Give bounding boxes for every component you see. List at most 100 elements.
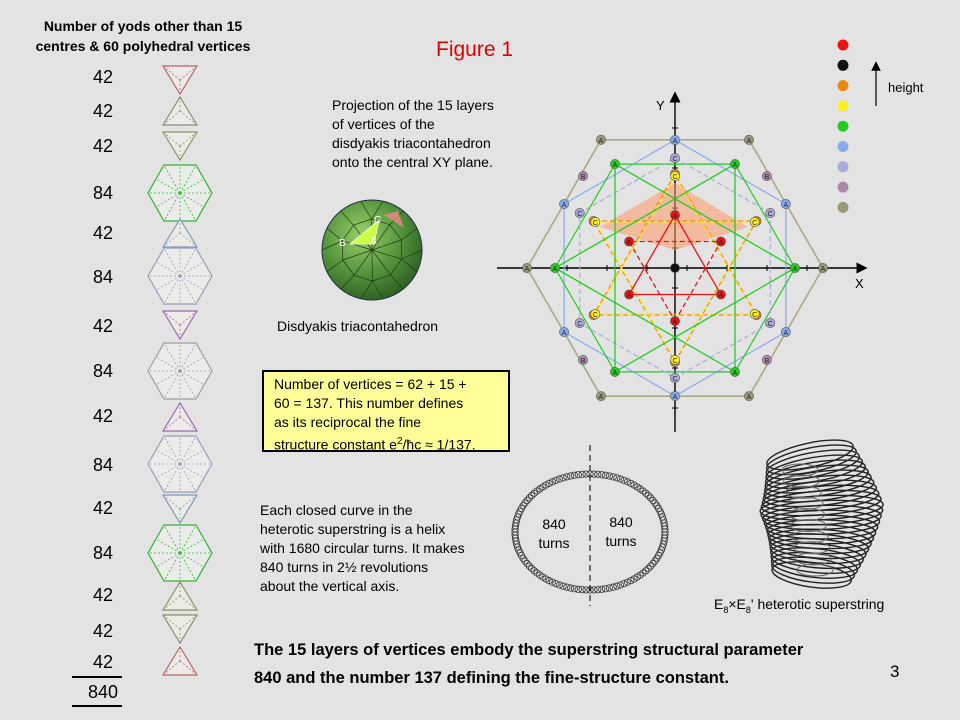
helix-turn bbox=[647, 494, 655, 502]
helix-turn bbox=[574, 471, 582, 479]
vertex-marker bbox=[522, 263, 532, 273]
layer-slices bbox=[147, 65, 213, 676]
helix-turn bbox=[601, 585, 610, 593]
helix-turn bbox=[636, 485, 644, 493]
slice-spoke bbox=[179, 416, 198, 432]
turns-left-label: 840 turns bbox=[524, 515, 584, 553]
helix-turn bbox=[613, 474, 621, 482]
helix-turn bbox=[528, 491, 536, 500]
ball-edge bbox=[371, 239, 402, 251]
superstring-coil bbox=[762, 504, 882, 531]
layer-count: 42 bbox=[92, 67, 114, 87]
vertex-marker bbox=[670, 391, 680, 401]
slice-triangle bbox=[161, 614, 199, 645]
sum-line-top bbox=[72, 676, 122, 678]
superstring-coil bbox=[762, 479, 878, 508]
vertex-letter: C bbox=[672, 174, 677, 181]
superstring-coil bbox=[764, 514, 879, 540]
helix-turn bbox=[530, 489, 538, 497]
slice-hexagon bbox=[147, 247, 213, 305]
ball-edge bbox=[342, 259, 355, 276]
layer-count: 84 bbox=[92, 455, 114, 475]
projection-triangle bbox=[592, 220, 758, 364]
vertex-letter: A bbox=[525, 266, 530, 273]
vertex-marker bbox=[670, 316, 680, 326]
slice-spoke bbox=[179, 614, 198, 630]
superstring-inner-coil bbox=[786, 496, 824, 510]
helix-turn bbox=[590, 470, 598, 478]
vertex-letter: A bbox=[821, 266, 826, 273]
slice-spoke bbox=[162, 494, 181, 510]
helix-turn bbox=[620, 476, 628, 484]
turns-word: turns bbox=[538, 535, 570, 551]
helix-description-line: about the vertical axis. bbox=[260, 578, 400, 594]
slice-spoke bbox=[162, 131, 181, 147]
vertex-letter: A bbox=[553, 266, 558, 273]
vertices-info-box: Number of vertices = 62 + 15 + 60 = 137.… bbox=[262, 370, 510, 453]
helix-turn bbox=[523, 559, 531, 568]
superstring-coil bbox=[771, 556, 856, 584]
helix-turn bbox=[552, 476, 560, 484]
legend-dot bbox=[837, 100, 849, 112]
vertex-letter: C bbox=[768, 321, 773, 328]
height-legend bbox=[837, 39, 881, 213]
helix-turn bbox=[548, 478, 557, 486]
ss-text: ' heterotic superstring bbox=[750, 596, 885, 612]
helix-turn bbox=[570, 585, 579, 593]
ball-edge bbox=[389, 210, 404, 225]
vertex-marker bbox=[670, 210, 680, 220]
superstring-image bbox=[759, 439, 884, 589]
layer-count: 42 bbox=[92, 406, 114, 426]
helix-turn bbox=[609, 583, 617, 591]
vertex-letter: B bbox=[591, 219, 596, 226]
helix-description-line: 840 turns in 2½ revolutions bbox=[260, 559, 429, 575]
helix-turn bbox=[658, 543, 667, 551]
superstring-inner-coil bbox=[796, 563, 834, 577]
vertex-letter: C bbox=[577, 211, 582, 218]
vertex-marker bbox=[624, 236, 635, 247]
helix-turn bbox=[627, 479, 635, 487]
vertex-letter: A bbox=[793, 266, 798, 273]
slice-spoke bbox=[179, 449, 205, 465]
projection-caption-line: of vertices of the bbox=[332, 116, 435, 132]
projection-hexagon bbox=[526, 139, 824, 398]
layer-slice bbox=[161, 494, 199, 525]
helix-turn bbox=[653, 502, 661, 510]
slice-triangle bbox=[161, 494, 199, 525]
superstring-coil bbox=[769, 537, 867, 565]
slice-spoke bbox=[162, 110, 181, 126]
superstring-inner-coil bbox=[783, 474, 821, 488]
helix-turn bbox=[512, 519, 520, 527]
vertex-marker bbox=[670, 263, 680, 273]
slice-spoke bbox=[179, 342, 197, 372]
slice-spoke bbox=[163, 463, 181, 493]
helix-turn bbox=[630, 481, 638, 489]
ball-edge bbox=[326, 228, 343, 242]
superstring-coil bbox=[760, 499, 884, 526]
helix-turn bbox=[517, 551, 526, 560]
ball-edge bbox=[371, 201, 384, 220]
slice-spoke bbox=[179, 232, 198, 248]
helix-turn bbox=[660, 519, 668, 527]
ball-edge bbox=[372, 280, 384, 299]
vertex-marker bbox=[670, 169, 680, 179]
superstring-coil bbox=[766, 519, 877, 545]
ball-edge bbox=[326, 259, 343, 272]
vertex-letter: C bbox=[593, 312, 598, 319]
column-title: Number of yods other than 15 centres & 6… bbox=[10, 16, 276, 56]
slice-triangle bbox=[161, 310, 199, 341]
ball-edge bbox=[401, 228, 418, 241]
slice-spoke bbox=[162, 416, 181, 432]
legend-dot bbox=[837, 59, 849, 71]
highlight-region bbox=[600, 183, 748, 250]
polyhedron-image: ABC bbox=[321, 199, 423, 301]
vertex-marker bbox=[744, 134, 754, 145]
helix-turn bbox=[511, 522, 520, 530]
slice-hexagon bbox=[147, 524, 213, 582]
vertex-letter: C bbox=[672, 156, 677, 163]
helix-turn bbox=[651, 557, 659, 565]
slice-spoke bbox=[179, 370, 205, 386]
superstring-coil bbox=[764, 464, 869, 494]
vertex-marker bbox=[744, 391, 754, 402]
helix-turn bbox=[563, 473, 571, 481]
